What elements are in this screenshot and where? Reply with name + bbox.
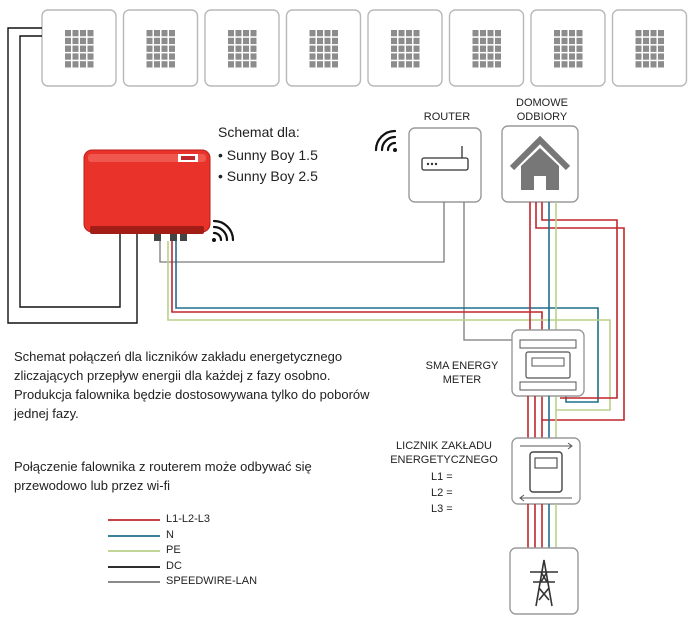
legend-label: PE (166, 544, 181, 556)
home-label-line: DOMOWE (516, 97, 568, 109)
solar-panel-icon (41, 9, 117, 87)
description-paragraph: Połączenie falownika z routerem może odb… (14, 459, 312, 493)
legend-label: SPEEDWIRE-LAN (166, 575, 258, 587)
description-paragraph: Schemat połączeń dla liczników zakładu e… (14, 349, 370, 421)
solar-panel-icon (122, 9, 199, 87)
speedwire-lan-cables (159, 202, 512, 341)
meter-label-line: SMA ENERGY (425, 360, 499, 372)
dc-cables (7, 27, 138, 324)
router-label: ROUTER (423, 111, 471, 123)
schema-model-item: • Sunny Boy 1.5 (218, 147, 318, 163)
phase-l2-label: L2 = (431, 487, 453, 499)
solar-panel-icon (448, 9, 525, 87)
home-label-line: ODBIORY (516, 111, 568, 123)
legend-label: DC (166, 560, 182, 572)
solar-panel-icon (204, 9, 280, 87)
router-wifi-icon (374, 129, 397, 152)
power-pylon-icon (509, 547, 579, 615)
schema-model-list: • Sunny Boy 1.5 • Sunny Boy 2.5 (218, 145, 318, 187)
grid-label-line: LICZNIK ZAKŁADU (396, 440, 492, 452)
house-icon (501, 125, 579, 203)
ac-cables-inverter (167, 241, 611, 411)
phase-l3-label: L3 = (431, 503, 453, 515)
legend-label: N (166, 529, 174, 541)
ac-cables-house (529, 202, 625, 421)
router-icon (408, 127, 482, 203)
energy-meter-label: SMA ENERGY METER (414, 359, 510, 387)
schema-title: Schemat dla: (218, 124, 300, 140)
utility-meter-label: LICZNIK ZAKŁADU ENERGETYCZNEGO (374, 439, 514, 467)
ac-cables-meter-to-grid (527, 396, 557, 438)
legend-swatches (108, 519, 160, 583)
phase-l1-label: L1 = (431, 471, 453, 483)
utility-meter-icon (511, 437, 581, 505)
ac-cables-grid (527, 504, 557, 548)
inverter-icon (83, 149, 211, 241)
wifi-icon (212, 219, 235, 242)
solar-panel-row (41, 9, 688, 87)
schema-model-item: • Sunny Boy 2.5 (218, 168, 318, 184)
solar-panel-icon (611, 9, 688, 87)
home-loads-label: DOMOWE ODBIORY (498, 96, 586, 124)
energy-meter-icon (511, 329, 585, 397)
solar-panel-icon (285, 9, 362, 87)
meter-label-line: METER (442, 374, 482, 386)
solar-panel-icon (530, 9, 606, 87)
solar-panel-icon (367, 9, 443, 87)
grid-label-line: ENERGETYCZNEGO (390, 454, 498, 466)
legend-label: L1-L2-L3 (166, 513, 211, 525)
